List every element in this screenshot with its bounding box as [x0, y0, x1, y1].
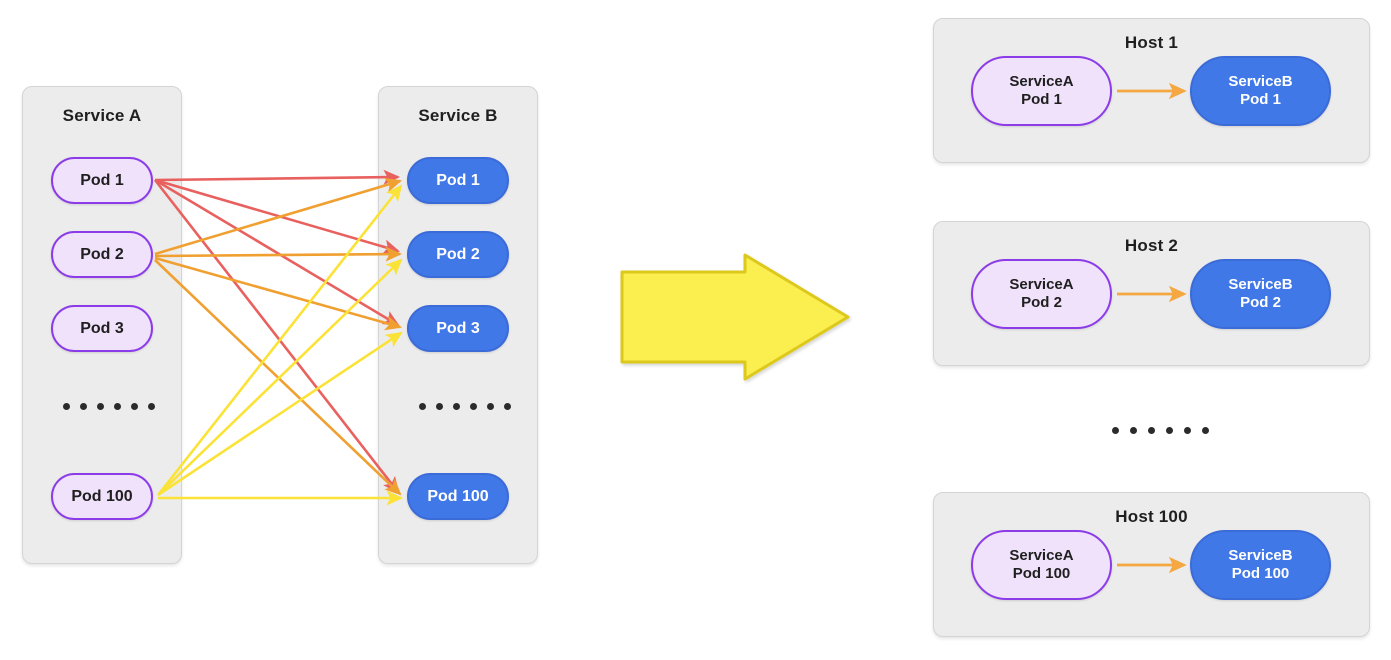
host-100-service-b-pod-line1: ServiceB — [1228, 546, 1293, 564]
service-b-pod-100[interactable]: Pod 100 — [407, 473, 509, 520]
host-2-service-b-pod[interactable]: ServiceB Pod 2 — [1190, 259, 1331, 329]
host-1-title: Host 1 — [1124, 33, 1179, 52]
host-100-service-a-pod-line2: Pod 100 — [1012, 565, 1071, 582]
edge-pod100-to-pod1 — [156, 184, 403, 496]
edge-pod2-to-pod1 — [154, 177, 402, 256]
host-1-service-a-pod[interactable]: ServiceA Pod 1 — [971, 56, 1112, 126]
host-2-service-a-pod-line2: Pod 2 — [1021, 294, 1062, 311]
edge-pod1-to-pod2 — [154, 178, 400, 255]
host-100-service-a-pod[interactable]: ServiceA Pod 100 — [971, 530, 1112, 600]
service-b-ellipsis — [419, 403, 511, 410]
host-list-ellipsis — [1112, 427, 1209, 434]
edge-pod100-to-pod2 — [157, 258, 403, 496]
host-2-service-b-pod-line1: ServiceB — [1228, 275, 1293, 293]
edges-from-pod-2 — [154, 177, 403, 496]
edge-pod100-to-pod3 — [157, 331, 403, 497]
host-2-service-a-pod[interactable]: ServiceA Pod 2 — [971, 259, 1112, 329]
service-a-pod-1[interactable]: Pod 1 — [51, 157, 153, 204]
big-yellow-right-arrow — [620, 253, 850, 381]
edges-from-pod-100 — [156, 184, 404, 506]
host-1-service-a-pod-line1: ServiceA — [1009, 72, 1074, 90]
edge-pod2-to-pod100 — [154, 259, 402, 496]
host-1-service-b-pod[interactable]: ServiceB Pod 1 — [1190, 56, 1331, 126]
host-1-service-b-pod-line1: ServiceB — [1228, 72, 1293, 90]
edge-pod1-to-pod1 — [154, 169, 401, 185]
host-1-service-b-pod-line2: Pod 1 — [1240, 91, 1281, 108]
service-a-pod-2[interactable]: Pod 2 — [51, 231, 153, 278]
host-100-title: Host 100 — [1115, 507, 1188, 526]
edge-pod2-to-pod3 — [154, 256, 403, 331]
host-2-service-a-pod-line1: ServiceA — [1009, 275, 1074, 293]
service-a-pod-3[interactable]: Pod 3 — [51, 305, 153, 352]
service-b-title: Service B — [418, 106, 498, 125]
host-2-service-b-pod-line2: Pod 2 — [1240, 294, 1281, 311]
service-a-pod-100[interactable]: Pod 100 — [51, 473, 153, 520]
host-2-title: Host 2 — [1124, 236, 1179, 255]
host-100-service-b-pod-line2: Pod 100 — [1231, 565, 1290, 582]
service-b-pod-3[interactable]: Pod 3 — [407, 305, 509, 352]
host-1-service-a-pod-line2: Pod 1 — [1021, 91, 1062, 108]
host-100-service-b-pod[interactable]: ServiceB Pod 100 — [1190, 530, 1331, 600]
edge-pod1-to-pod3 — [154, 178, 400, 327]
service-a-title: Service A — [62, 106, 142, 125]
service-b-pod-2[interactable]: Pod 2 — [407, 231, 509, 278]
host-100-service-a-pod-line1: ServiceA — [1009, 546, 1074, 564]
service-a-ellipsis — [63, 403, 155, 410]
edges-from-pod-1 — [153, 169, 401, 494]
edge-pod2-to-pod2 — [154, 246, 403, 262]
service-b-pod-1[interactable]: Pod 1 — [407, 157, 509, 204]
edge-pod1-to-pod100 — [153, 179, 400, 494]
